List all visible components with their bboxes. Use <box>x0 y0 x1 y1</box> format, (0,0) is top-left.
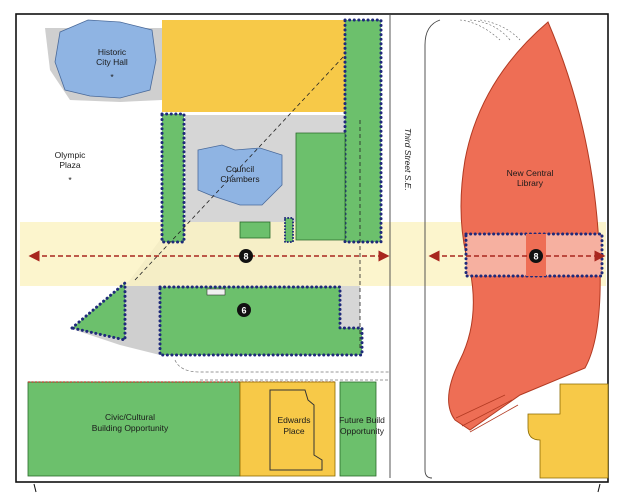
diagonal-path-line <box>134 54 346 281</box>
green-small-block <box>239 221 271 239</box>
road-line-east <box>424 19 441 479</box>
olympic-plaza-star-icon: * <box>68 175 72 185</box>
marker-6-label: 6 <box>241 306 246 316</box>
yellow-building-southeast <box>527 383 609 479</box>
olympic-plaza-label-line1: Olympic <box>55 150 86 160</box>
city-hall-label-line2: City Hall <box>96 57 128 67</box>
library-ramp-lines <box>455 394 519 433</box>
city-hall-star-icon: * <box>110 72 114 82</box>
green-block-south <box>158 285 364 357</box>
new-central-library-building <box>448 21 601 431</box>
edwards-label-line1: Edwards <box>277 415 310 425</box>
green-tiny-strip <box>284 217 294 243</box>
marker-8-east-label: 8 <box>533 252 538 262</box>
library-label-line2: Library <box>517 178 544 188</box>
green-building-east <box>295 132 346 241</box>
civic-cultural-block <box>27 381 241 477</box>
future-label-line2: Opportunity <box>340 426 385 436</box>
civic-label-line1: Civic/Cultural <box>105 412 155 422</box>
future-build-block <box>339 381 377 477</box>
future-label-line1: Future Build <box>339 415 385 425</box>
corner-tick-left <box>33 483 37 493</box>
green-triangle-west <box>68 279 127 342</box>
edwards-label-line2: Place <box>283 426 305 436</box>
map-frame <box>15 13 609 483</box>
city-hall-building <box>54 19 157 99</box>
corner-tick-right <box>597 483 601 493</box>
road-curve-south <box>174 359 390 381</box>
marker-6-icon <box>237 303 251 317</box>
marker-8-east-icon <box>529 249 543 263</box>
marker-8-west-icon <box>239 249 253 263</box>
edwards-place-building <box>269 389 323 471</box>
civic-label-line2: Building Opportunity <box>92 423 169 433</box>
yellow-building-north <box>162 20 345 112</box>
city-hall-label-line1: Historic <box>98 47 127 57</box>
olympic-plaza-label-line2: Plaza <box>59 160 81 170</box>
council-chambers-building <box>197 144 283 206</box>
green-block-east <box>343 18 383 244</box>
third-street-label: Third Street S.E. <box>403 128 413 191</box>
council-label-line1: Council <box>226 164 254 174</box>
marker-8-west-label: 8 <box>243 252 248 262</box>
green-strip-west <box>160 112 186 244</box>
council-label-line2: Chambers <box>220 174 259 184</box>
notch-structure <box>206 288 226 296</box>
road-curves <box>459 19 521 41</box>
library-label-line1: New Central <box>507 168 554 178</box>
